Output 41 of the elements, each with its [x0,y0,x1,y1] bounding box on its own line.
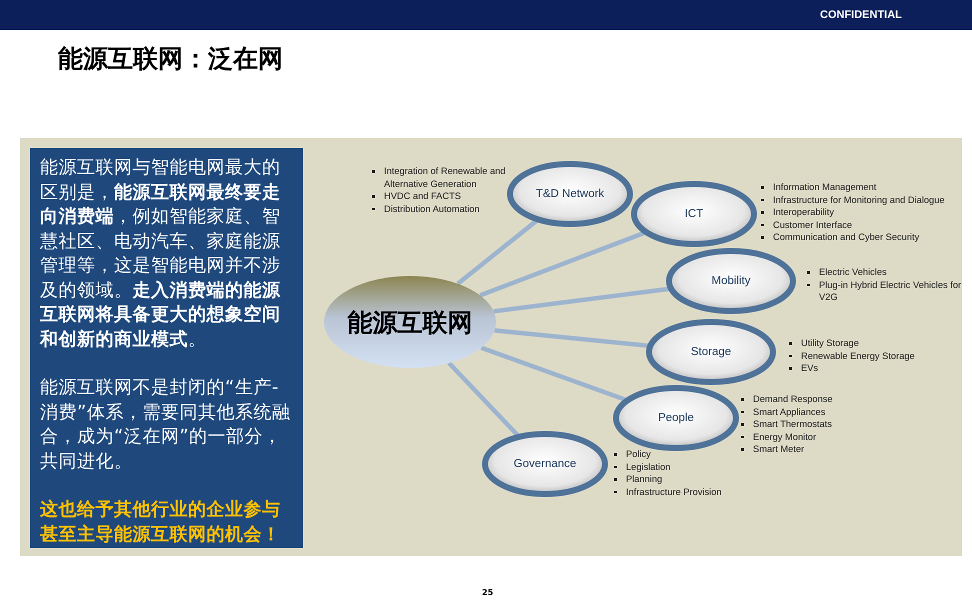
connector-line [480,346,628,403]
bullet-item-text: Integration of Renewable and Alternative Generation [384,166,506,188]
bullet-item-text: Demand Response [753,394,833,404]
bullet-item-text: Interoperability [773,207,834,217]
node-label: Governance [514,458,576,470]
bullet-item-text: Plug-in Hybrid Electric Vehicles for V2G [819,280,962,302]
bullet-item-text: Smart Appliances [753,406,826,416]
bullet-item-text: EVs [801,363,818,373]
bullet-item-text: Infrastructure for Monitoring and Dialogue [773,194,945,204]
bullet-item-text: Energy Monitor [753,432,816,442]
node-label: Mobility [712,275,750,287]
bullet-item-text: Planning [626,474,662,484]
slide-title: 能源互联网：泛在网 [58,43,283,75]
node-label: 能源互联网 [348,308,472,338]
connector-line [479,230,648,298]
bullet-item-text: Electric Vehicles [819,267,887,277]
node-label: People [658,412,694,424]
bullet-item-text: Renewable Energy Storage [801,350,915,360]
node-label: ICT [684,208,704,220]
connector-line [494,328,650,348]
node-label: T&D Network [536,188,604,200]
paragraph-text: 能源互联网不是封闭的“生产-消费”体系，需要同其他系统融合，成为“泛在网”的一部分，共同进化。 [40,376,291,474]
bullet-item-text: Smart Meter [753,444,804,454]
bullet-item-text: Policy [626,449,651,459]
page-number: 25 [482,588,494,597]
confidential-label: CONFIDENTIAL [820,9,902,21]
node-label: Storage [690,346,732,358]
paragraph-text: 这也给予其他行业的企业参与甚至主导能源互联网的机会！ [40,498,282,546]
hub-ellipse [324,276,496,368]
connector-line [493,286,672,314]
bullet-item-text: Customer Interface [773,220,852,230]
bullet-item-text: Communication and Cyber Security [773,232,920,242]
paragraph-text: 能源互联网与智能电网最大的区别是，能源互联网最终要走向消费端，例如智能家庭、智慧社区、电动汽车、家庭能源管理等，这是智能电网并不涉及的领域。走入消费端的能源互联网将具备更大的想象空间和创新的商业模式。 [40,156,282,352]
bullet-item-text: Smart Thermostats [753,419,832,429]
bullet-item-text: Legislation [626,462,670,472]
bullet-item-text: Information Management [773,182,876,192]
text-panel [30,148,303,548]
bullet-item-text: Distribution Automation [384,204,480,214]
bullet-item-text: Utility Storage [801,338,859,348]
bullet-item-text: Infrastructure Provision [626,486,722,496]
bullet-item-text: HVDC and FACTS [384,191,461,201]
